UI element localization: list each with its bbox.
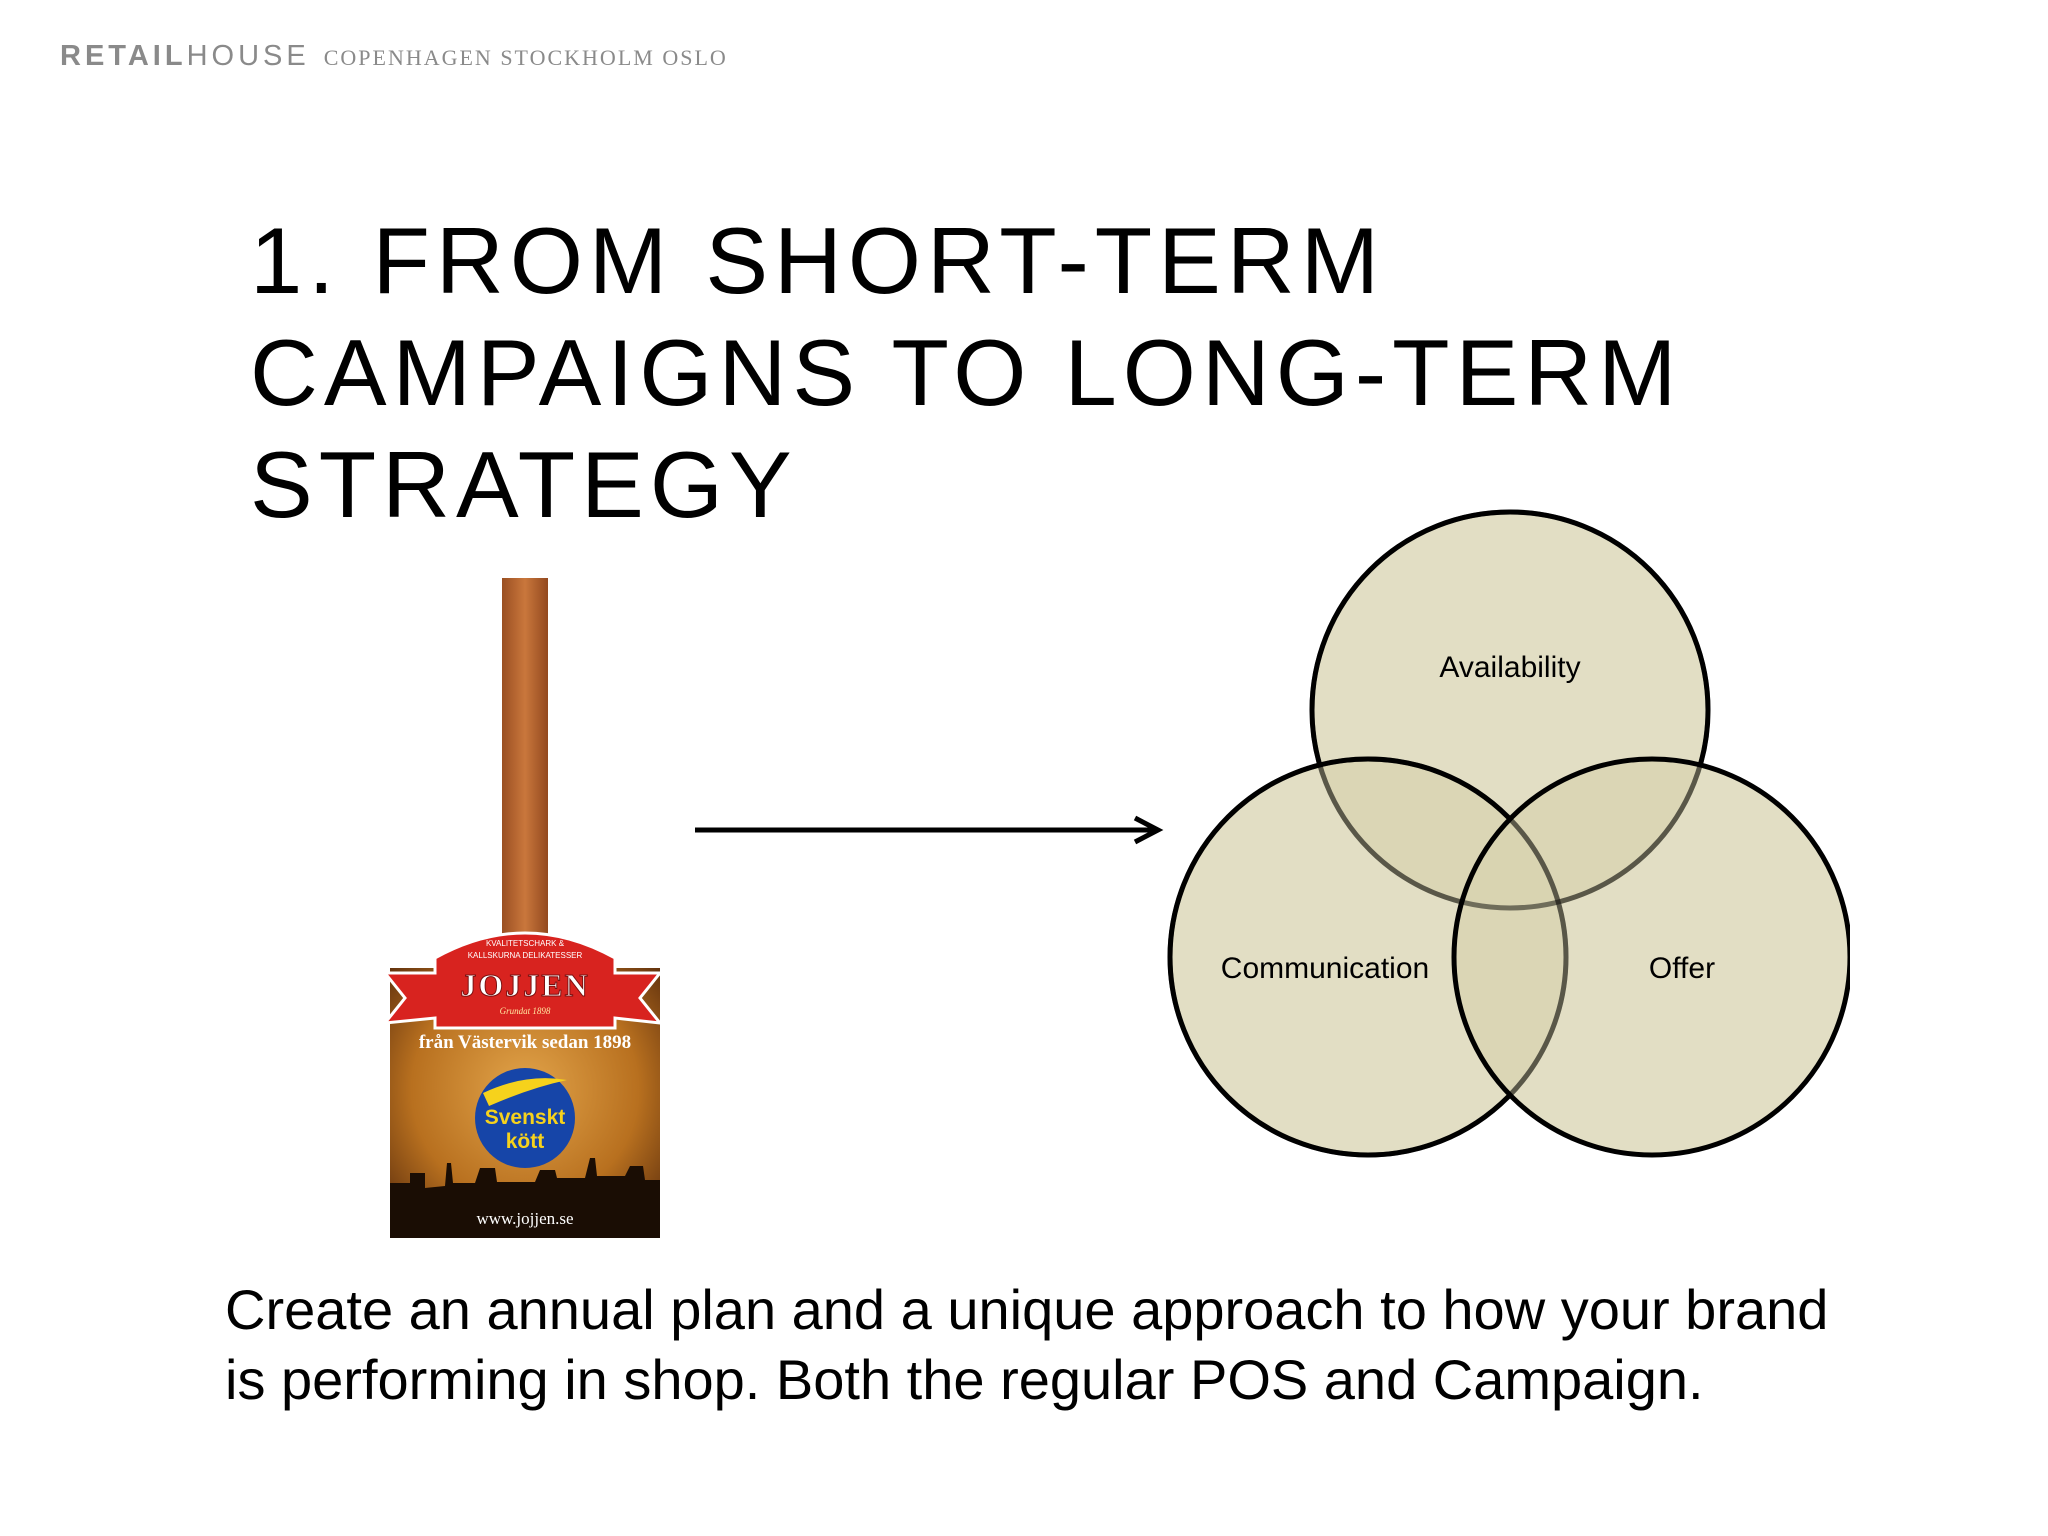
venn-label-offer: Offer bbox=[1649, 952, 1715, 985]
brand-logo-light: HOUSE bbox=[186, 40, 310, 72]
label-bottom-band bbox=[390, 1196, 660, 1238]
arrow-head bbox=[1133, 815, 1164, 845]
badge-text-line-1: Svenskt bbox=[485, 1106, 566, 1129]
label-brand-name: JOJJEN bbox=[460, 967, 589, 1003]
town-silhouette bbox=[390, 1158, 660, 1198]
sausage-product-image: KVALITETSCHARK & KALLSKURNA DELIKATESSER… bbox=[385, 578, 660, 1238]
venn-label-communication: Communication bbox=[1221, 952, 1429, 985]
label-established: Grundat 1898 bbox=[500, 1006, 551, 1016]
venn-label-availability: Availability bbox=[1439, 651, 1580, 684]
label-small-text-1: KVALITETSCHARK & bbox=[486, 939, 565, 948]
label-tagline: från Västervik sedan 1898 bbox=[419, 1032, 631, 1053]
title-line-1: 1. FROM SHORT-TERM bbox=[250, 208, 1386, 313]
office-cities: COPENHAGEN STOCKHOLM OSLO bbox=[323, 45, 728, 70]
label-website: www.jojjen.se bbox=[476, 1209, 573, 1228]
badge-yellow-swoosh bbox=[483, 1078, 567, 1106]
caption-line-2: is performing in shop. Both the regular … bbox=[225, 1348, 1704, 1411]
title-line-3: STRATEGY bbox=[250, 432, 798, 537]
label-small-text-2: KALLSKURNA DELIKATESSER bbox=[468, 951, 583, 960]
sausage-stick bbox=[502, 578, 548, 938]
venn-circle-offer bbox=[1451, 756, 1850, 1158]
badge-text-line-2: kött bbox=[506, 1130, 545, 1153]
caption-line-1: Create an annual plan and a unique appro… bbox=[225, 1278, 1829, 1341]
company-header: RETAILHOUSE COPENHAGEN STOCKHOLM OSLO bbox=[60, 40, 728, 73]
title-line-2: CAMPAIGNS TO LONG-TERM bbox=[250, 320, 1683, 425]
brand-logo: RETAILHOUSE bbox=[60, 40, 310, 73]
venn-diagram: Availability Communication Offer bbox=[1167, 509, 1850, 1158]
slide-title: 1. FROM SHORT-TERM CAMPAIGNS TO LONG-TER… bbox=[250, 205, 1850, 541]
venn-outline-availability bbox=[1309, 509, 1711, 911]
product-label-ribbon bbox=[385, 931, 660, 1030]
venn-outline-communication bbox=[1167, 756, 1569, 1158]
brand-logo-bold: RETAIL bbox=[60, 40, 187, 72]
transition-arrow bbox=[695, 815, 1164, 845]
slide-caption: Create an annual plan and a unique appro… bbox=[225, 1275, 1925, 1415]
